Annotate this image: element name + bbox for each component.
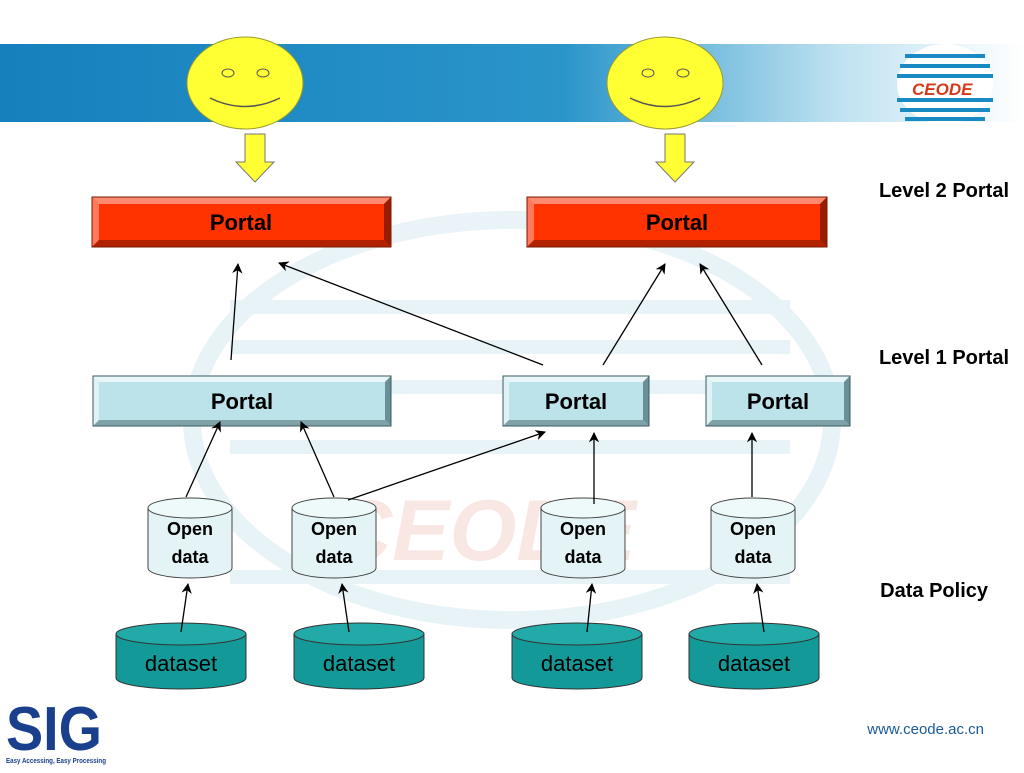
arrow-dataset-to-open-data [338,582,350,633]
dataset-label: dataset [541,651,613,676]
arrow-portal-to-portal [699,263,763,366]
data-policy-label: Data Policy [880,580,989,602]
arrow-portal-to-portal [278,261,544,366]
yellow-down-arrow-icon [234,133,276,183]
arrow-open-data-to-portal [185,421,221,498]
open-data-label: data [315,547,353,567]
arrow-portal-to-portal [602,263,666,366]
portal-label: Portal [646,210,708,235]
open-data-cylinder: Open data [147,497,233,579]
open-data-cylinder: Open data [710,497,796,579]
dataset-cylinder: dataset [293,622,425,690]
open-data-label: Open [311,519,357,539]
open-data-label: data [171,547,209,567]
level1-portal: Portal [705,375,851,427]
header-banner [0,44,1024,122]
arrow-portal-to-portal [230,262,243,361]
level1-label: Level 1 Portal [879,347,1009,369]
open-data-label: data [564,547,602,567]
arrow-dataset-to-open-data [180,582,192,633]
arrow-dataset-to-open-data [753,582,765,633]
sig-tagline: Easy Accessing, Easy Processing [6,758,106,765]
portal-label: Portal [545,389,607,414]
user-smiley-icon [606,36,724,130]
user-smiley-icon [186,36,304,130]
open-data-label: Open [167,519,213,539]
sig-logo-text: SIG [6,695,102,764]
yellow-down-arrow-icon [654,133,696,183]
open-data-label: data [734,547,772,567]
arrow-open-data-to-portal [347,430,546,501]
arrow-open-data-to-portal [300,421,335,498]
sig-logo: SIG Easy Accessing, Easy Processing [6,695,106,765]
dataset-label: dataset [145,651,217,676]
level1-portal: Portal [92,375,392,427]
open-data-cylinder: Open data [291,497,377,579]
portal-label: Portal [211,389,273,414]
dataset-label: dataset [718,651,790,676]
arrow-dataset-to-open-data [585,582,597,633]
level1-portal: Portal [502,375,650,427]
open-data-cylinder: Open data [540,497,626,579]
level2-label: Level 2 Portal [879,180,1009,202]
level2-portal: Portal [526,196,828,248]
portal-label: Portal [210,210,272,235]
dataset-label: dataset [323,651,395,676]
open-data-label: Open [560,519,606,539]
dataset-cylinder: dataset [115,622,247,690]
website-url: www.ceode.ac.cn [866,721,984,738]
portal-label: Portal [747,389,809,414]
connector-arrows [180,261,765,633]
ceode-logo: CEODE [897,44,993,124]
dataset-cylinder: dataset [511,622,643,690]
level2-portal: Portal [91,196,392,248]
open-data-label: Open [730,519,776,539]
dataset-cylinder: dataset [688,622,820,690]
ceode-logo-text: CEODE [912,80,973,99]
